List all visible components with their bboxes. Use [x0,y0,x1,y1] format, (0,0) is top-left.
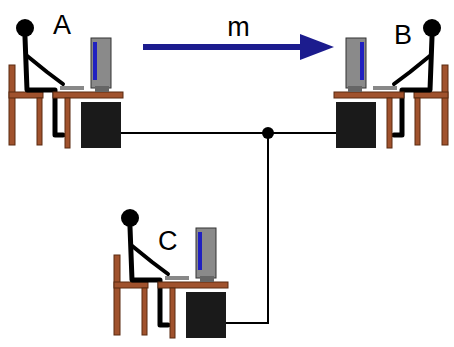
computer-station: C [110,200,226,338]
network-wire [226,133,336,323]
computer-station: B [336,10,452,148]
message-label: m [224,13,253,41]
computer-station: A [5,10,121,148]
station-label: B [394,20,412,50]
station-label: C [158,226,178,256]
station-label: A [53,10,71,40]
network-wire [121,133,268,323]
